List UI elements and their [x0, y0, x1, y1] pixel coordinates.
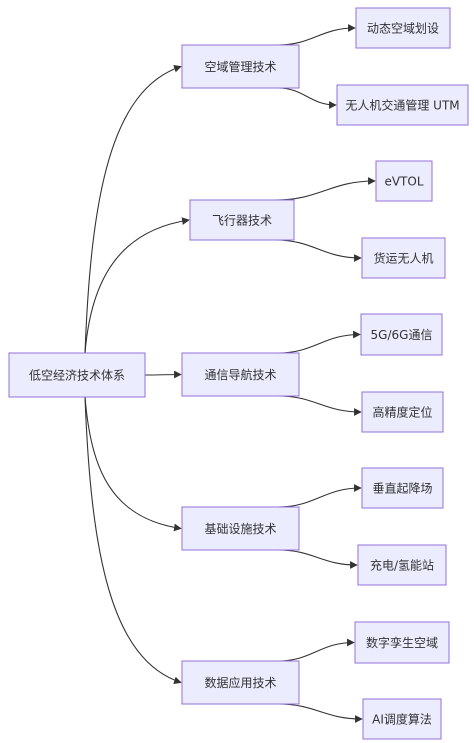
leaf-node-c5a-label: 数字孪生空域	[366, 635, 438, 650]
edge-c1-c1b	[277, 87, 337, 109]
category-node-c4-label: 基础设施技术	[204, 522, 276, 536]
category-node-c2-label: 飞行器技术	[212, 214, 272, 228]
leaf-node-c2b: 货运无人机	[361, 237, 446, 279]
edge-c4-c4a	[277, 484, 362, 508]
category-node-c4: 基础设施技术	[181, 506, 300, 551]
root-node-label: 低空经济技术体系	[29, 368, 125, 383]
edge-root-c4	[84, 396, 182, 532]
leaf-node-c3b-label: 高精度定位	[372, 405, 432, 420]
leaf-node-c2a-box	[375, 160, 433, 202]
category-node-c1: 空域管理技术	[181, 44, 300, 89]
root-node-box	[8, 352, 146, 398]
category-node-c4-box	[181, 506, 300, 551]
leaf-node-c5b-box	[362, 698, 442, 740]
leaf-node-c1a-label: 动态空域划设	[367, 22, 439, 36]
leaf-node-c2a: eVTOL	[375, 160, 433, 202]
leaf-node-c3a-box	[360, 313, 443, 356]
leaf-node-c2b-box	[361, 237, 446, 279]
category-node-c1-label: 空域管理技术	[204, 59, 276, 74]
leaf-node-c4a-label: 垂直起降场	[372, 482, 432, 496]
leaf-node-c4a-box	[361, 467, 444, 509]
edge-c1-c1a	[277, 24, 356, 46]
leaf-node-c1b-box	[336, 84, 469, 126]
leaf-node-c4a: 垂直起降场	[361, 467, 444, 509]
edge-root-c5	[84, 396, 182, 685]
edge-c3-c3a	[277, 330, 361, 354]
leaf-node-c3b: 高精度定位	[361, 391, 444, 433]
category-node-c2: 飞行器技术	[189, 199, 295, 241]
leaf-node-c1b-label: 无人机交通管理 UTM	[345, 98, 459, 113]
edge-c3-c3b	[277, 395, 362, 416]
category-node-c3-box	[181, 352, 300, 397]
leaf-node-c3a-label: 5G/6G通信	[371, 328, 433, 342]
category-node-c5-box	[181, 660, 300, 705]
root-node: 低空经济技术体系	[8, 352, 146, 398]
category-node-c3: 通信导航技术	[181, 352, 300, 397]
leaf-node-c5a: 数字孪生空域	[354, 621, 450, 664]
leaf-node-c2b-label: 货运无人机	[373, 251, 433, 266]
leaf-node-c3b-box	[361, 391, 444, 433]
edge-c4-c4b	[277, 549, 358, 569]
edge-c5-c5b	[277, 703, 363, 723]
edge-c5-c5a	[277, 638, 355, 662]
category-node-c5: 数据应用技术	[181, 660, 300, 705]
edge-c2-c2a	[275, 177, 376, 201]
leaf-node-c1b: 无人机交通管理 UTM	[336, 84, 469, 126]
leaf-node-c4b-box	[357, 544, 447, 586]
leaf-node-c4b-label: 充电/氢能站	[370, 558, 434, 573]
category-node-c5-label: 数据应用技术	[204, 675, 276, 690]
leaf-node-c5a-box	[354, 621, 450, 664]
category-node-c3-label: 通信导航技术	[204, 367, 276, 382]
leaf-node-c1a-box	[355, 7, 451, 49]
leaf-node-c4b: 充电/氢能站	[357, 544, 447, 586]
leaf-node-c3a: 5G/6G通信	[360, 313, 443, 356]
edge-c2-c2b	[275, 239, 362, 262]
leaf-node-c1a: 动态空域划设	[355, 7, 451, 49]
edge-root-c1	[84, 65, 182, 354]
leaf-node-c5b-label: AI调度算法	[372, 712, 432, 727]
edge-root-c3	[144, 370, 182, 379]
leaf-node-c2a-label: eVTOL	[384, 175, 423, 189]
leaf-node-c5b: AI调度算法	[362, 698, 442, 740]
category-node-c1-box	[181, 44, 300, 89]
edge-root-c2	[84, 217, 190, 354]
category-node-c2-box	[189, 199, 295, 241]
